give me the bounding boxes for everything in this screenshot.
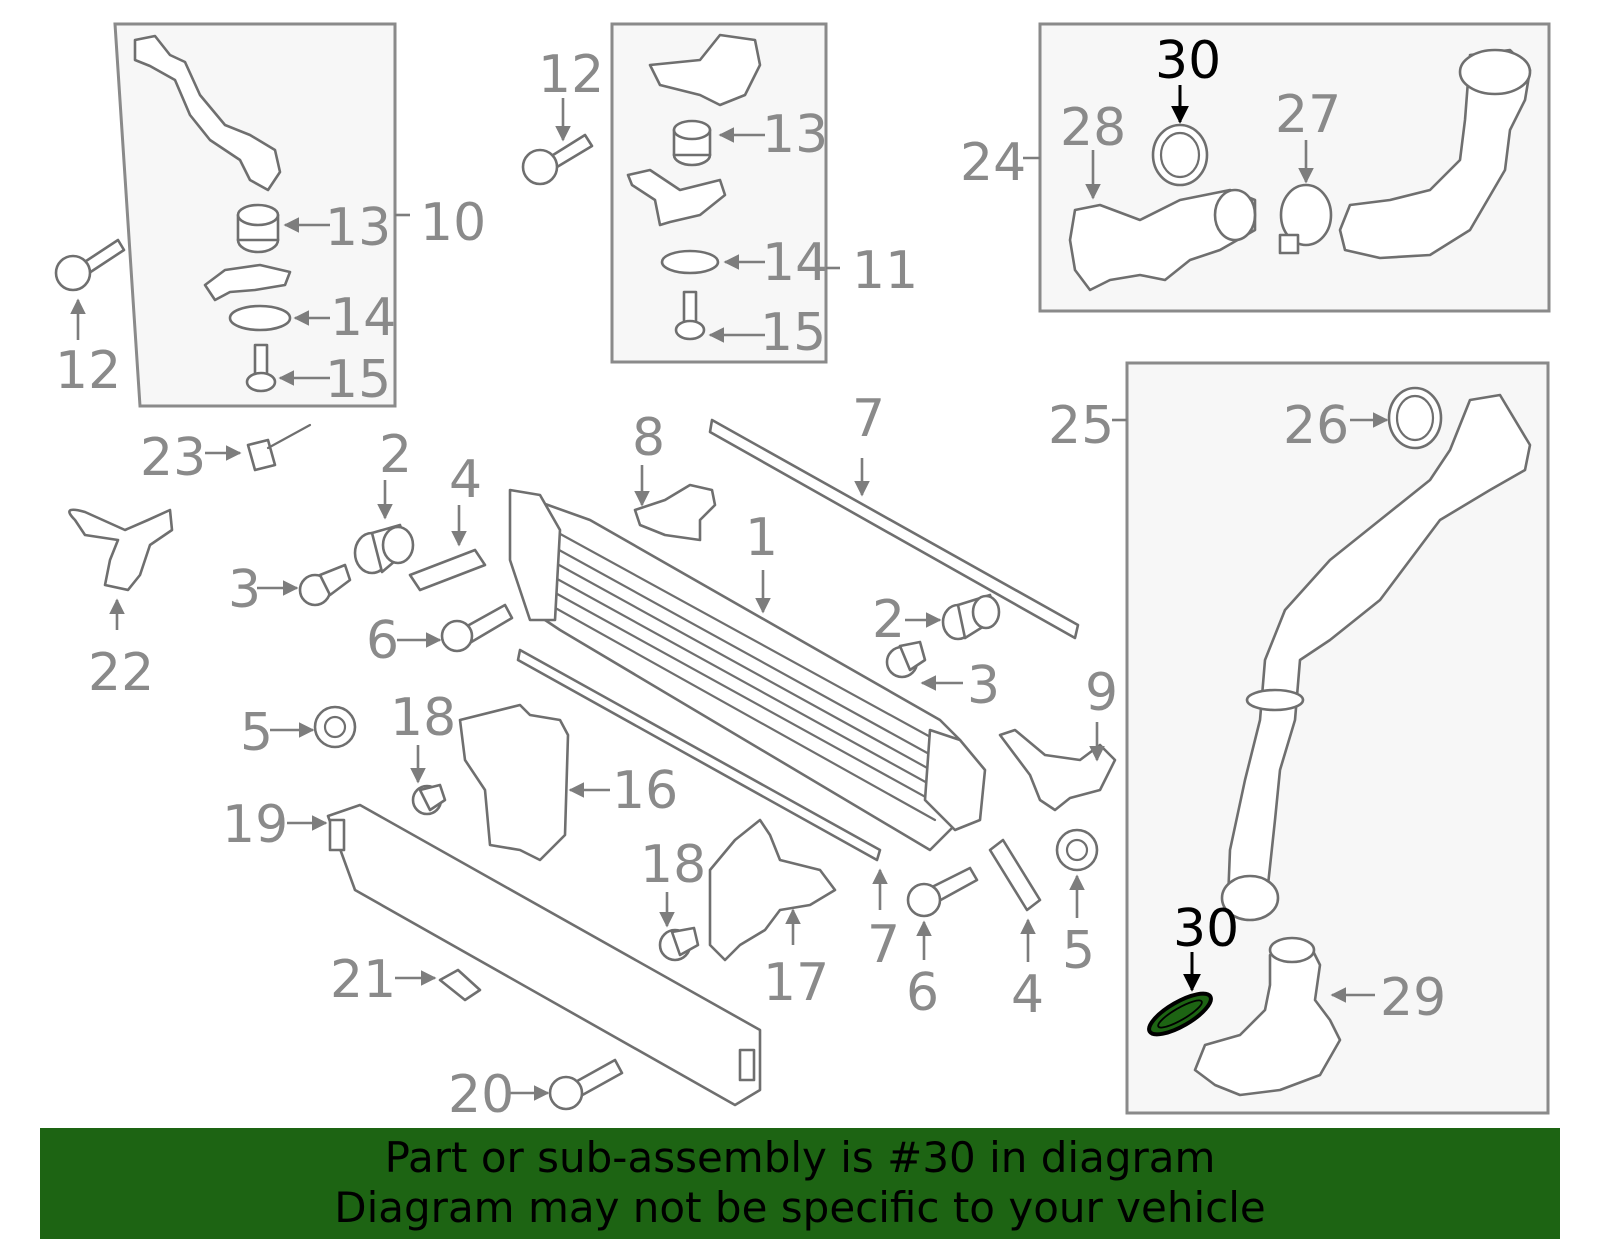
callout-4: 4 xyxy=(449,450,482,510)
insulator-13-left xyxy=(236,203,280,254)
deflector-17 xyxy=(708,818,837,962)
callout-18: 18 xyxy=(390,688,456,748)
callout-25: 25 xyxy=(1048,396,1114,456)
bracket-9 xyxy=(998,728,1117,812)
callout-24: 24 xyxy=(960,133,1026,193)
callout-29: 29 xyxy=(1380,968,1446,1028)
callout-27: 27 xyxy=(1275,85,1341,145)
seal-7-top xyxy=(708,418,1080,640)
bracket-clip-left xyxy=(203,263,292,302)
insulator-13-right xyxy=(672,119,712,167)
clip-18-right xyxy=(658,926,700,962)
callout-30-top: 30 xyxy=(1155,31,1221,91)
callout-13: 13 xyxy=(762,105,828,165)
callout-11: 11 xyxy=(852,241,918,301)
pin-3-right xyxy=(885,640,927,679)
bolt-12-left xyxy=(54,238,126,292)
callout-labels: 10 13 14 15 12 12 13 14 15 11 23 22 2 3 … xyxy=(55,31,1446,1125)
callout-2: 2 xyxy=(872,590,905,650)
tube-25 xyxy=(1220,393,1532,922)
callout-13: 13 xyxy=(325,198,391,258)
callout-12: 12 xyxy=(538,45,604,105)
nut-5-left xyxy=(313,705,357,749)
callout-12: 12 xyxy=(55,341,121,401)
deflector-16 xyxy=(458,703,570,862)
callout-5: 5 xyxy=(1062,921,1095,981)
callout-17: 17 xyxy=(763,953,829,1013)
seal-26-inner xyxy=(1395,394,1435,442)
callout-3: 3 xyxy=(967,656,1000,716)
callout-23: 23 xyxy=(140,428,206,488)
callout-19: 19 xyxy=(222,795,288,855)
callout-2: 2 xyxy=(379,425,412,485)
pin-3-left xyxy=(298,563,352,607)
callout-4: 4 xyxy=(1011,965,1044,1025)
bracket-10 xyxy=(133,34,282,192)
callout-5: 5 xyxy=(240,703,273,763)
bolt-6-left xyxy=(440,603,514,653)
callout-14: 14 xyxy=(330,288,396,348)
callout-7: 7 xyxy=(867,915,900,975)
seal-7-bottom xyxy=(516,648,882,862)
callout-10: 10 xyxy=(420,193,486,253)
bracket-8 xyxy=(633,483,717,542)
intercooler-1 xyxy=(508,488,987,852)
callout-18: 18 xyxy=(640,835,706,895)
bolt-20 xyxy=(548,1058,624,1111)
sleeve-4-right xyxy=(988,838,1042,912)
bolt-12-top xyxy=(521,133,594,186)
bolt-6-right xyxy=(906,866,979,918)
callout-28: 28 xyxy=(1060,98,1126,158)
seal-30-highlighted xyxy=(1147,991,1213,1037)
callout-15: 15 xyxy=(325,350,391,410)
bracket-clip-right xyxy=(626,168,727,227)
callout-3: 3 xyxy=(228,560,261,620)
insulator-2-left xyxy=(353,523,415,575)
seal-30-top-inner xyxy=(1159,131,1201,179)
clip-23 xyxy=(246,423,312,472)
callout-6: 6 xyxy=(906,963,939,1023)
callout-30-bottom: 30 xyxy=(1173,899,1239,959)
panel-19 xyxy=(326,803,762,1107)
callout-7: 7 xyxy=(852,389,885,449)
callout-8: 8 xyxy=(632,408,665,468)
callout-1: 1 xyxy=(745,508,778,568)
washer-14-left xyxy=(228,304,292,332)
callout-21: 21 xyxy=(330,950,396,1010)
info-banner: Part or sub-assembly is #30 in diagram D… xyxy=(40,1128,1560,1239)
clip-21 xyxy=(438,968,482,1002)
hose-24 xyxy=(1338,48,1532,260)
callout-16: 16 xyxy=(612,761,678,821)
callout-26: 26 xyxy=(1283,396,1349,456)
callout-6: 6 xyxy=(366,611,399,671)
tube-28 xyxy=(1068,188,1257,292)
banner-line-disclaimer: Diagram may not be specific to your vehi… xyxy=(334,1183,1266,1232)
insulator-2-right xyxy=(941,593,1001,641)
nut-5-right xyxy=(1055,828,1099,872)
callout-22: 22 xyxy=(88,643,154,703)
callout-14: 14 xyxy=(762,233,828,293)
callout-15: 15 xyxy=(760,303,826,363)
callout-9: 9 xyxy=(1085,663,1118,723)
bolt-15-left xyxy=(245,343,277,393)
bracket-11 xyxy=(648,33,762,107)
tube-29 xyxy=(1193,936,1342,1097)
clip-18-left xyxy=(411,783,447,816)
clamp-27 xyxy=(1278,183,1333,255)
callout-20: 20 xyxy=(448,1065,514,1125)
harness-22 xyxy=(68,508,174,592)
sleeve-4-left xyxy=(408,548,487,592)
bolt-15-right xyxy=(674,290,706,341)
leader-lines xyxy=(70,85,1389,1101)
banner-line-part: Part or sub-assembly is #30 in diagram xyxy=(384,1133,1216,1182)
washer-14-right xyxy=(660,249,720,275)
